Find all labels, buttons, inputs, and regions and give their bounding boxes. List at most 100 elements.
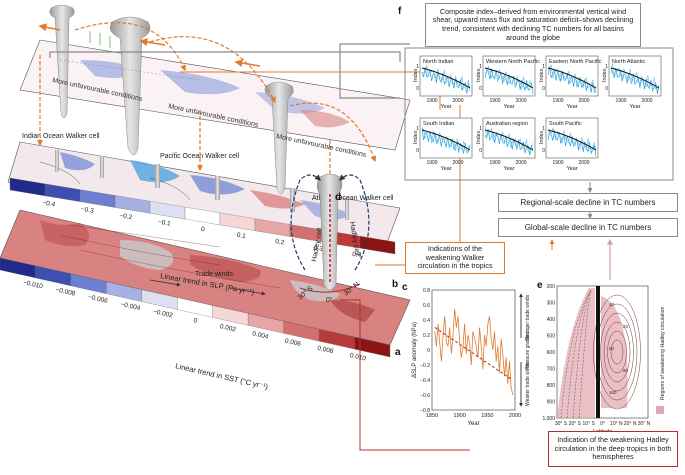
basin-xtick: 1900 xyxy=(426,160,437,166)
chart-c-ytick: −0.2 xyxy=(420,363,430,369)
basin-xlabel: Year xyxy=(440,104,451,110)
basin-ytick: 0 xyxy=(605,86,608,92)
chart-e-ytick: 500 xyxy=(547,334,556,340)
slp-anomaly-trend-line xyxy=(434,327,513,381)
streamfunction-contour-dashed xyxy=(566,289,592,419)
basin-series-line xyxy=(421,64,471,92)
chart-e-xtick: 20° S xyxy=(569,421,582,427)
stronger-trade-label: Stronger trade winds xyxy=(525,294,531,341)
basin-trend-line xyxy=(421,67,471,89)
hadley-streamfunction-chart: 402060801002003004005006007008009001,000… xyxy=(542,284,666,435)
basin-panel-title: South Pacific xyxy=(549,121,582,127)
basin-xtick: 2000 xyxy=(578,160,589,166)
basin-panel-title: Western North Pacific xyxy=(486,59,540,65)
basin-ylabel: Index xyxy=(413,68,419,82)
basin-ytick: 0 xyxy=(542,148,545,154)
colorbar-tick-label: 0.004 xyxy=(252,330,270,340)
basin-panels-frame xyxy=(404,47,674,181)
indian-walker-label: Indian Ocean Walker cell xyxy=(22,133,100,140)
walker-indication-box: Indications of the weakening Walker circ… xyxy=(405,242,505,274)
chart-e-ytick: 800 xyxy=(547,383,556,389)
colorbar-tick-label: 0.006 xyxy=(284,338,302,348)
colorbar-swatch xyxy=(359,236,396,255)
composite-index-box: Composite index–derived from environment… xyxy=(425,3,641,47)
regional-decline-box: Regional-scale decline in TC numbers xyxy=(498,193,678,212)
colorbar-tick-label: 0.4 xyxy=(352,251,362,259)
colorbar-tick-label: 0.008 xyxy=(317,345,335,355)
streamfunction-contour-dashed xyxy=(578,289,592,419)
weakening-region-south xyxy=(557,288,595,418)
chart-c-ytick: 0.2 xyxy=(423,333,430,339)
basin-trend-line xyxy=(421,129,471,151)
trade-winds-label: Trade winds xyxy=(195,271,233,278)
colorbar-tick-label: −0.1 xyxy=(157,219,171,228)
basin-trend-line xyxy=(484,129,534,151)
connector-line-f xyxy=(339,43,410,99)
legend-label: Regions of weakening Hadley circulation xyxy=(660,306,666,400)
basin-ytick: 1 xyxy=(542,126,545,132)
streamfunction-contour-dashed xyxy=(572,289,592,419)
basin-ytick: 0 xyxy=(416,86,419,92)
basin-xtick: 1900 xyxy=(552,160,563,166)
chart-c-ytick: −0.4 xyxy=(420,378,430,384)
chart-c-ytick: 0.8 xyxy=(423,288,430,294)
basin-xlabel: Year xyxy=(503,104,514,110)
slp-anomaly-series-line xyxy=(434,308,514,396)
basin-panel-title: Australian region xyxy=(486,121,528,127)
chart-c-ytick: 0 xyxy=(427,348,430,354)
basin-trend-line xyxy=(610,67,660,89)
colorbar-tick-label: 0.002 xyxy=(219,323,237,333)
panel-label-d: d xyxy=(335,192,341,203)
colorbar-tick-label: −0.2 xyxy=(119,212,133,221)
streamfunction-contour xyxy=(607,330,627,374)
sst-colorbar: −0.010−0.008−0.006−0.004−0.00200.0020.00… xyxy=(0,257,391,363)
colorbar-tick-label: −0.004 xyxy=(120,301,141,312)
panel-label-a: a xyxy=(395,347,401,358)
basin-xtick: 1900 xyxy=(552,98,563,104)
basin-xtick: 2000 xyxy=(452,160,463,166)
basin-xtick: 2000 xyxy=(515,98,526,104)
basin-xtick: 1900 xyxy=(489,98,500,104)
basin-xlabel: Year xyxy=(503,166,514,172)
panel-label-c: c xyxy=(402,282,408,293)
chart-e-ytick: 600 xyxy=(547,350,556,356)
colorbar-tick-label: 0 xyxy=(200,226,205,234)
chart-e-xtick: 0° xyxy=(600,421,605,427)
basin-xtick: 2000 xyxy=(515,160,526,166)
hadley-lat-0: 0° xyxy=(326,296,333,304)
basin-ytick: 1 xyxy=(416,126,419,132)
legend-swatch xyxy=(656,406,664,414)
basin-xtick: 2000 xyxy=(578,98,589,104)
chart-e-ytick: 900 xyxy=(547,400,556,406)
chart-e-xtick: 30° S xyxy=(555,421,568,427)
streamfunction-contour-dashed xyxy=(560,289,592,419)
basin-ylabel: Index xyxy=(476,130,482,144)
basin-ylabel: Index xyxy=(413,130,419,144)
basin-series-line xyxy=(610,62,660,90)
streamfunction-contour xyxy=(610,339,624,365)
chart-e-ytick: 200 xyxy=(547,284,556,290)
contour-label: 40 xyxy=(609,302,615,307)
chart-c-ytick: 0.6 xyxy=(423,303,430,309)
basin-ytick: 0 xyxy=(542,86,545,92)
basin-panel-title: Eastern North Pacific xyxy=(549,59,602,65)
chart-c-xtick: 2000 xyxy=(509,413,521,419)
chart-e-ytick: 300 xyxy=(547,301,556,307)
panel-label-b: b xyxy=(392,279,398,290)
sst-colorbar-label: Linear trend in SST (°C yr⁻¹) xyxy=(175,361,270,391)
chart-c-ytick: −0.8 xyxy=(420,408,430,414)
basin-trend-line xyxy=(484,67,534,89)
basin-xtick: 1900 xyxy=(615,98,626,104)
basin-xlabel: Year xyxy=(566,166,577,172)
chart-e-ytick: 400 xyxy=(547,317,556,323)
basin-series-line xyxy=(484,68,534,95)
colorbar-tick-label: 0.1 xyxy=(236,232,246,240)
basin-panel-title: North Indian xyxy=(423,59,453,65)
basin-trend-line xyxy=(547,67,597,89)
contour-label: 80 xyxy=(623,368,629,373)
weakening-region-north xyxy=(601,296,628,408)
basin-xlabel: Year xyxy=(566,104,577,110)
chart-c-xtick: 1950 xyxy=(481,413,493,419)
